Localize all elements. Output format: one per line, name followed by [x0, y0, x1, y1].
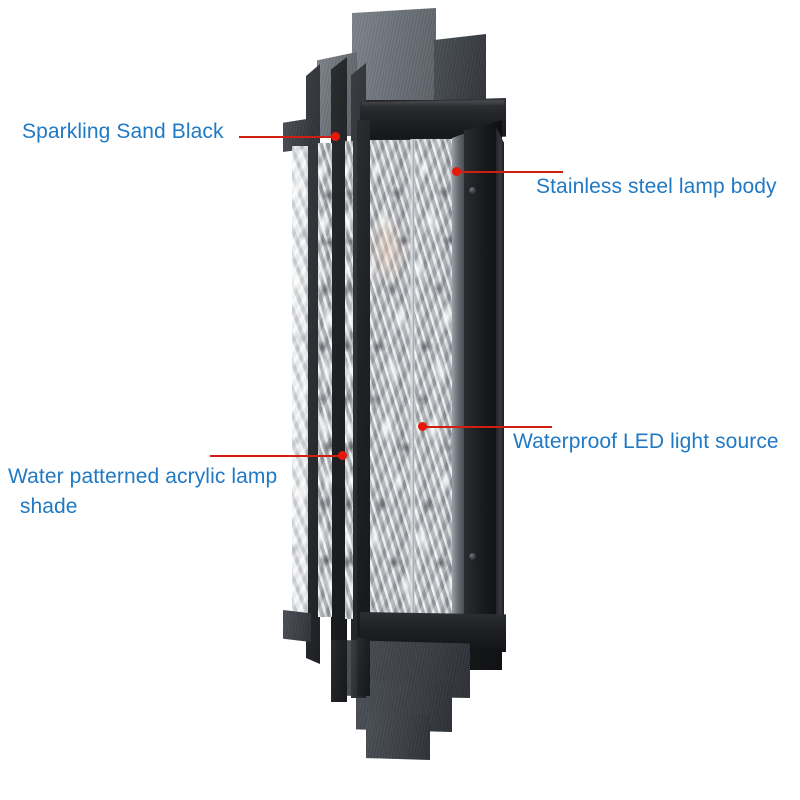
- leader-dot-sparkling-sand-black: [331, 132, 340, 141]
- glass-strip-outer-left: [292, 146, 308, 614]
- bottom-plate-low: [366, 712, 430, 760]
- label-waterproof-led-light-source: Waterproof LED light source: [513, 430, 779, 453]
- label-water-patterned-acrylic-lamp-shade: Water patterned acrylic lamp shade: [8, 465, 278, 518]
- right-frame-outer-sliver: [496, 127, 504, 637]
- glass-strip-mid-left: [345, 141, 353, 619]
- vertical-bar-2: [331, 57, 347, 679]
- glass-panel-main: [366, 140, 412, 620]
- label-sparkling-sand-black: Sparkling Sand Black: [22, 120, 224, 143]
- vertical-bar-1: [306, 64, 320, 664]
- right-frame-bevel: [452, 133, 466, 629]
- vertical-bar-2-foot: [331, 640, 347, 702]
- screw-top: [469, 187, 476, 194]
- leader-line-stainless-steel-lamp-body: [458, 171, 563, 173]
- vertical-bar-4: [357, 120, 370, 640]
- glass-strip-left: [318, 143, 332, 617]
- top-cap-highlight: [362, 100, 504, 107]
- glass-panel-main-right: [414, 139, 458, 621]
- leader-dot-water-patterned-acrylic-lamp-shade: [338, 451, 347, 460]
- vertical-bar-4-foot: [357, 638, 370, 696]
- leader-dot-waterproof-led-light-source: [418, 422, 427, 431]
- leader-line-sparkling-sand-black: [239, 136, 336, 138]
- label-stainless-steel-lamp-body: Stainless steel lamp body: [536, 175, 777, 198]
- leader-line-water-patterned-acrylic-lamp-shade: [210, 455, 344, 457]
- leader-dot-stainless-steel-lamp-body: [452, 167, 461, 176]
- right-frame-edge: [464, 120, 502, 648]
- glass-center-mullion: [410, 139, 415, 621]
- screw-bottom: [469, 553, 476, 560]
- bottom-left-stub: [283, 610, 311, 642]
- leader-line-waterproof-led-light-source: [424, 426, 552, 428]
- led-glow: [368, 215, 408, 285]
